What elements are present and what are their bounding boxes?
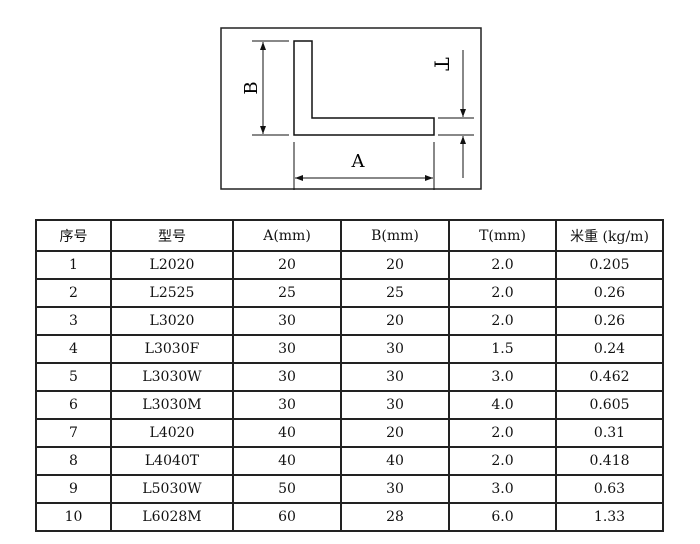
cell-b: 20 bbox=[340, 418, 450, 448]
header-b: B(mm) bbox=[340, 219, 450, 252]
cell-index: 4 bbox=[35, 334, 112, 364]
label-t: T bbox=[430, 57, 454, 71]
cell-model: L6028M bbox=[110, 502, 234, 532]
cell-t: 3.0 bbox=[448, 474, 557, 504]
cell-index: 10 bbox=[35, 502, 112, 532]
cell-a: 60 bbox=[232, 502, 342, 532]
cell-a: 50 bbox=[232, 474, 342, 504]
cell-t: 2.0 bbox=[448, 418, 557, 448]
cell-t: 2.0 bbox=[448, 446, 557, 476]
cell-t: 2.0 bbox=[448, 278, 557, 308]
cell-weight: 0.418 bbox=[555, 446, 664, 476]
cell-t: 6.0 bbox=[448, 502, 557, 532]
l-profile-shape bbox=[293, 40, 435, 136]
header-weight: 米重 (kg/m) bbox=[555, 219, 664, 252]
angle-profile-diagram: B A T bbox=[220, 27, 482, 190]
cell-b: 28 bbox=[340, 502, 450, 532]
table-header-row: 序号 型号 A(mm) B(mm) T(mm) 米重 (kg/m) bbox=[35, 219, 664, 252]
cell-a: 25 bbox=[232, 278, 342, 308]
cell-model: L3020 bbox=[110, 306, 234, 336]
cell-model: L3030M bbox=[110, 390, 234, 420]
cell-index: 7 bbox=[35, 418, 112, 448]
cell-a: 30 bbox=[232, 390, 342, 420]
dimension-a bbox=[293, 142, 435, 190]
cell-model: L4040T bbox=[110, 446, 234, 476]
cell-model: L4020 bbox=[110, 418, 234, 448]
cell-t: 4.0 bbox=[448, 390, 557, 420]
cell-weight: 0.605 bbox=[555, 390, 664, 420]
dimension-b bbox=[252, 40, 289, 136]
cell-index: 3 bbox=[35, 306, 112, 336]
cell-index: 1 bbox=[35, 250, 112, 280]
label-a: A bbox=[351, 151, 366, 172]
cell-model: L5030W bbox=[110, 474, 234, 504]
cell-a: 40 bbox=[232, 446, 342, 476]
cell-b: 25 bbox=[340, 278, 450, 308]
cell-b: 30 bbox=[340, 474, 450, 504]
cell-weight: 1.33 bbox=[555, 502, 664, 532]
label-b: B bbox=[241, 81, 262, 94]
cell-weight: 0.205 bbox=[555, 250, 664, 280]
cell-model: L2525 bbox=[110, 278, 234, 308]
cell-index: 6 bbox=[35, 390, 112, 420]
cell-weight: 0.63 bbox=[555, 474, 664, 504]
cell-b: 30 bbox=[340, 334, 450, 364]
cell-b: 30 bbox=[340, 362, 450, 392]
cell-b: 20 bbox=[340, 306, 450, 336]
dimension-t bbox=[438, 50, 474, 178]
cell-weight: 0.26 bbox=[555, 306, 664, 336]
header-index: 序号 bbox=[35, 219, 112, 252]
cell-weight: 0.26 bbox=[555, 278, 664, 308]
cell-b: 40 bbox=[340, 446, 450, 476]
cell-a: 20 bbox=[232, 250, 342, 280]
header-model: 型号 bbox=[110, 219, 234, 252]
cell-a: 30 bbox=[232, 334, 342, 364]
cell-index: 9 bbox=[35, 474, 112, 504]
cell-model: L2020 bbox=[110, 250, 234, 280]
cell-t: 2.0 bbox=[448, 250, 557, 280]
cell-index: 8 bbox=[35, 446, 112, 476]
cell-weight: 0.24 bbox=[555, 334, 664, 364]
cell-weight: 0.31 bbox=[555, 418, 664, 448]
cell-a: 30 bbox=[232, 306, 342, 336]
cell-a: 40 bbox=[232, 418, 342, 448]
cell-t: 1.5 bbox=[448, 334, 557, 364]
diagram-frame bbox=[220, 27, 482, 190]
cell-index: 2 bbox=[35, 278, 112, 308]
header-a: A(mm) bbox=[232, 219, 342, 252]
cell-b: 20 bbox=[340, 250, 450, 280]
cell-t: 2.0 bbox=[448, 306, 557, 336]
cell-model: L3030F bbox=[110, 334, 234, 364]
cell-weight: 0.462 bbox=[555, 362, 664, 392]
cell-index: 5 bbox=[35, 362, 112, 392]
cell-a: 30 bbox=[232, 362, 342, 392]
cell-b: 30 bbox=[340, 390, 450, 420]
cell-model: L3030W bbox=[110, 362, 234, 392]
header-t: T(mm) bbox=[448, 219, 557, 252]
cell-t: 3.0 bbox=[448, 362, 557, 392]
